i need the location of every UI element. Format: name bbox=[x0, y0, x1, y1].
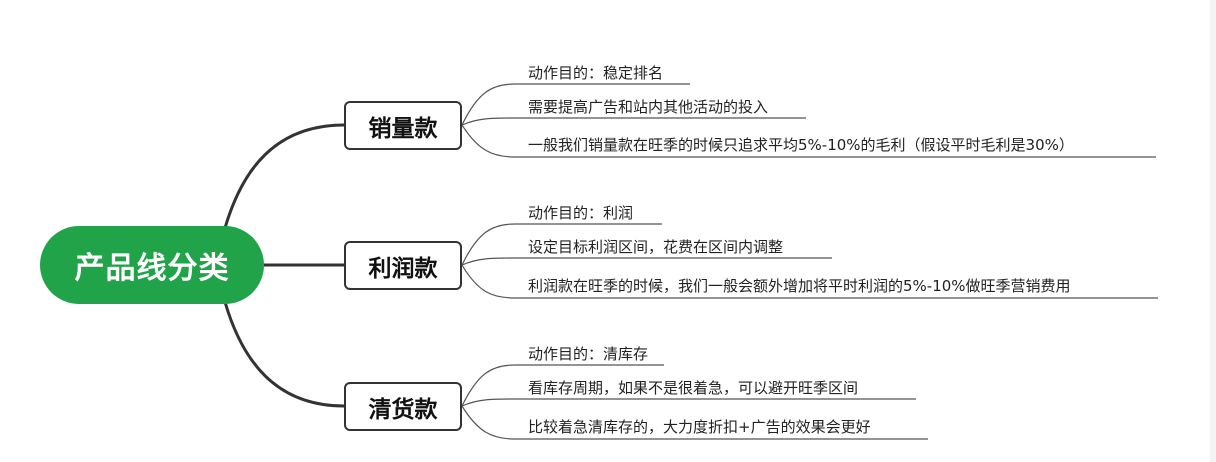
leaf-clearance-2[interactable]: 看库存周期，如果不是很着急，可以避开旺季区间 bbox=[528, 379, 859, 397]
leaf-clearance-3[interactable]: 比较着急清库存的，大力度折扣+广告的效果会更好 bbox=[528, 418, 871, 436]
branch-2-leaf-lines bbox=[461, 223, 1158, 299]
branch-node-clearance[interactable]: 清货款 bbox=[344, 382, 462, 431]
root-to-branch-1-line bbox=[223, 123, 345, 229]
root-node[interactable]: 产品线分类 bbox=[40, 226, 264, 304]
branch-node-sales[interactable]: 销量款 bbox=[344, 101, 462, 150]
scrollbar-track[interactable] bbox=[1210, 0, 1216, 462]
root-to-branch-3-line bbox=[223, 301, 345, 408]
leaf-profit-2[interactable]: 设定目标利润区间，花费在区间内调整 bbox=[528, 238, 784, 256]
leaf-clearance-1[interactable]: 动作目的：清库存 bbox=[528, 345, 649, 363]
branch-node-label: 清货款 bbox=[368, 396, 438, 423]
branch-node-profit[interactable]: 利润款 bbox=[344, 241, 462, 290]
branch-3-leaf-lines bbox=[461, 364, 928, 440]
leaf-sales-1[interactable]: 动作目的：稳定排名 bbox=[528, 64, 664, 82]
root-node-label: 产品线分类 bbox=[74, 251, 230, 286]
branch-1-leaf-lines bbox=[461, 83, 1156, 158]
branch-node-label: 销量款 bbox=[368, 115, 438, 142]
leaf-profit-1[interactable]: 动作目的：利润 bbox=[528, 204, 634, 222]
branch-node-label: 利润款 bbox=[368, 255, 438, 282]
leaf-sales-3[interactable]: 一般我们销量款在旺季的时候只追求平均5%-10%的毛利（假设平时毛利是30%） bbox=[528, 136, 1074, 154]
leaf-sales-2[interactable]: 需要提高广告和站内其他活动的投入 bbox=[528, 98, 769, 116]
leaf-profit-3[interactable]: 利润款在旺季的时候，我们一般会额外增加将平时利润的5%-10%做旺季营销费用 bbox=[528, 277, 1071, 295]
